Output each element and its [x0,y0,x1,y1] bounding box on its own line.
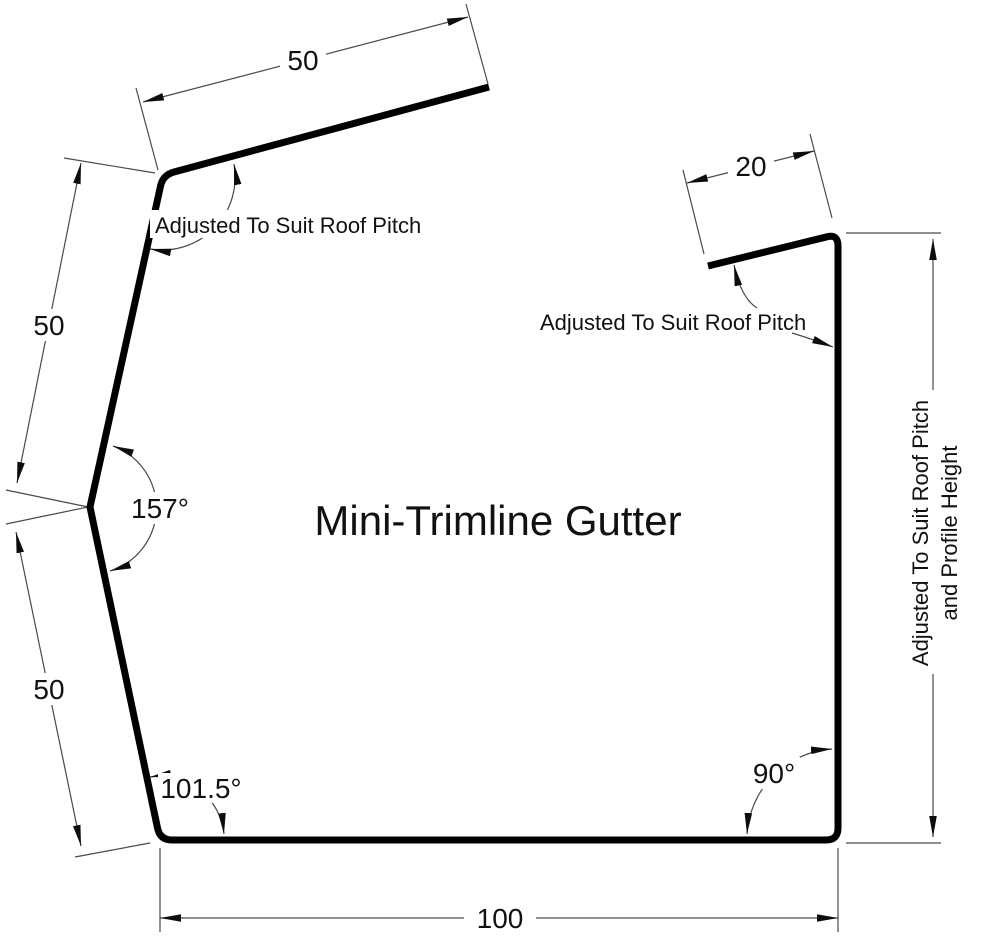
extension-lines [5,3,941,932]
label-mask [748,757,800,789]
label-mask [280,44,326,76]
extension-line-right-flange-near [682,169,705,255]
angle-label-bottom-right: 90° [753,758,795,789]
angle-label-left-bend: 157° [131,493,189,524]
dimension-label-upper-left: 50 [33,310,64,341]
label-mask [26,309,72,341]
label-mask [464,902,536,934]
annotation-left-roof-pitch: Adjusted To Suit Roof Pitch [155,213,421,238]
label-mask [900,390,962,674]
label-mask [728,149,774,181]
label-mask [128,492,190,524]
dimension-label-bottom-width: 100 [477,903,524,934]
leader-line-right-roof-pitch-flange [733,264,758,309]
drawing-title: Mini-Trimline Gutter [314,497,681,544]
extension-line-top-flange-near [135,87,159,171]
dimension-label-lower-left: 50 [33,674,64,705]
extension-line-lower-left-top [5,506,89,525]
label-masks [26,44,962,934]
angle-label-bottom-left: 101.5° [160,773,241,804]
dimension-label-top-flange: 50 [287,45,318,76]
dimension-label-right-flange: 20 [735,151,766,182]
annotation-right-height-line2: and Profile Height [937,446,962,621]
leader-line-right-roof-pitch-side [791,332,834,348]
label-mask [26,673,72,705]
extension-line-upper-left-top [63,157,156,174]
extension-line-top-flange-far [465,3,489,85]
annotation-right-height-line1: Adjusted To Suit Roof Pitch [908,400,933,666]
extension-line-right-flange-far [809,133,833,219]
annotation-right-roof-pitch: Adjusted To Suit Roof Pitch [540,310,806,335]
label-mask [150,210,442,238]
extension-line-lower-left-bottom [74,842,151,858]
extension-line-upper-left-bottom [5,489,89,508]
label-mask [158,773,244,803]
gutter-profile-outline [86,83,842,844]
